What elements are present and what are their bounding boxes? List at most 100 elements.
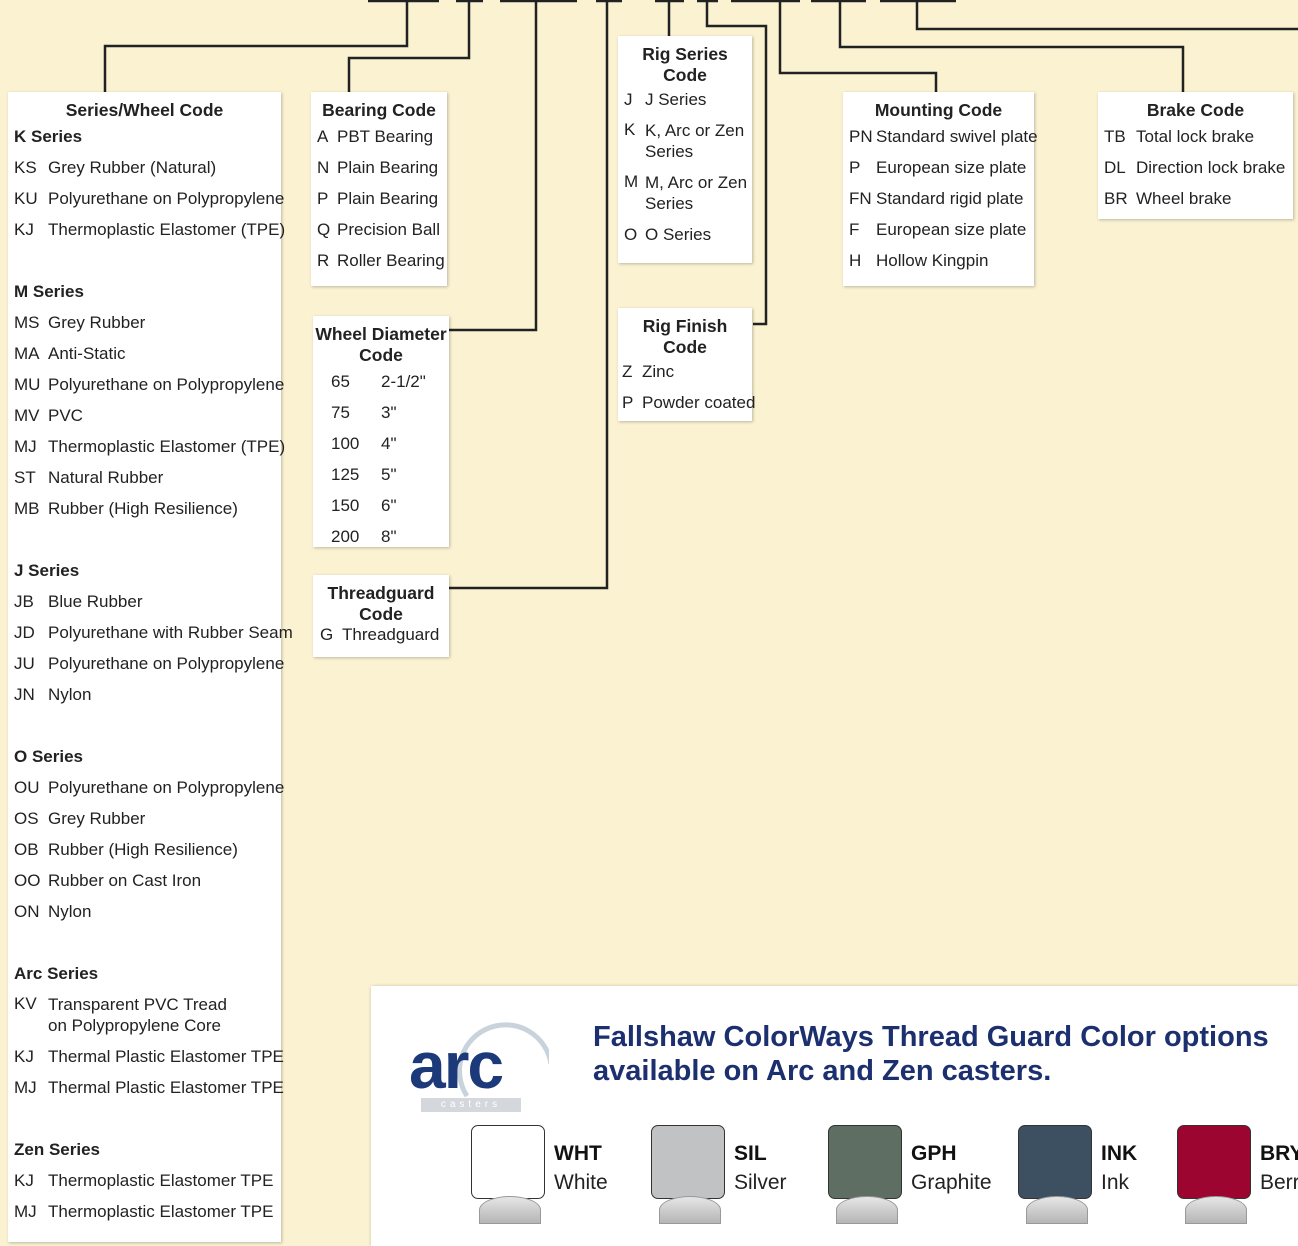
item-description: Thermal Plastic Elastomer TPE: [48, 1077, 284, 1097]
color-swatch: [828, 1125, 902, 1199]
item-code: H: [849, 250, 862, 270]
item-code: OB: [14, 839, 39, 859]
item-description: Nylon: [48, 684, 92, 704]
series-heading: Zen Series: [14, 1139, 100, 1159]
rig-finish-title: Rig Finish: [642, 316, 728, 336]
item-code: 200: [331, 526, 360, 546]
colorways-panel: arc casters Fallshaw ColorWays Thread Gu…: [371, 986, 1298, 1246]
series-heading: O Series: [14, 746, 83, 766]
list-item: BR Wheel brake: [1104, 183, 1293, 214]
item-description: J Series: [645, 89, 707, 109]
swatch-code: SIL: [734, 1142, 767, 1165]
item-description: Rubber (High Resilience): [48, 839, 238, 859]
item-description: Transparent PVC Tread on Polypropylene C…: [48, 995, 227, 1035]
item-description: Anti-Static: [48, 343, 126, 363]
item-description: K, Arc or Zen Series: [645, 121, 745, 161]
item-description: Hollow Kingpin: [876, 250, 989, 270]
item-code: JB: [14, 591, 34, 611]
item-description: Precision Ball: [337, 219, 440, 239]
item-description: PBT Bearing: [337, 126, 434, 146]
series-heading: Arc Series: [14, 963, 99, 983]
item-code: MA: [14, 343, 40, 363]
item-code: MV: [14, 405, 40, 425]
list-item: JN Nylon: [14, 679, 281, 710]
item-description: Plain Bearing: [337, 188, 439, 208]
item-code: MJ: [14, 1201, 37, 1221]
swatch-name: Silver: [734, 1171, 787, 1194]
item-code: JN: [14, 684, 35, 704]
item-description: Standard swivel plate: [876, 126, 1038, 146]
item-description: Polyurethane on Polypropylene: [48, 777, 285, 797]
swatch-name: Graphite: [911, 1171, 992, 1194]
color-swatch: [651, 1125, 725, 1199]
caster-image: [836, 1196, 898, 1224]
item-description: Plain Bearing: [337, 157, 439, 177]
item-code: 100: [331, 433, 360, 453]
list-item: JB Blue Rubber: [14, 586, 281, 617]
item-description: Grey Rubber: [48, 312, 146, 332]
item-description: Blue Rubber: [48, 591, 143, 611]
item-code: O: [624, 224, 638, 244]
item-code: OU: [14, 777, 40, 797]
series-heading: K Series: [14, 126, 83, 146]
brake-title: Brake Code: [1146, 100, 1245, 120]
item-code: F: [849, 219, 860, 239]
swatch-code: WHT: [554, 1142, 602, 1165]
series-heading: J Series: [14, 560, 80, 580]
item-description: Wheel brake: [1136, 188, 1232, 208]
item-code: 65: [331, 371, 350, 391]
item-description: Polyurethane on Polypropylene: [48, 653, 285, 673]
list-item: KV Transparent PVC Tread on Polypropylene…: [14, 989, 281, 1041]
item-code: 75: [331, 402, 350, 422]
swatch-code: BRY: [1260, 1142, 1298, 1165]
arc-logo-text: arc: [409, 1028, 504, 1102]
caster-image: [659, 1196, 721, 1224]
swatch-name: Ink: [1101, 1171, 1130, 1194]
item-description: 3": [381, 402, 397, 422]
item-description: Grey Rubber (Natural): [48, 157, 217, 177]
item-code: BR: [1104, 188, 1128, 208]
item-code: MB: [14, 498, 40, 518]
series-heading: M Series: [14, 281, 84, 301]
item-description: Grey Rubber: [48, 808, 146, 828]
arc-logo-ring: [457, 1022, 554, 1098]
arc-logo: arc casters: [409, 1004, 554, 1114]
rig-series-title: Rig Series: [642, 44, 728, 64]
list-item: F European size plate: [849, 214, 1034, 245]
caster-image: [479, 1196, 541, 1224]
item-description: Polyurethane on Polypropylene: [48, 188, 285, 208]
item-code: KV: [14, 994, 37, 1013]
item-description: European size plate: [876, 219, 1027, 239]
item-description: Rubber (High Resilience): [48, 498, 238, 518]
series-wheel-title: Series/Wheel Code: [65, 100, 224, 120]
item-code: KJ: [14, 1170, 34, 1190]
item-description: M, Arc or Zen Series: [645, 173, 748, 213]
item-code: KS: [14, 157, 37, 177]
item-description: Roller Bearing: [337, 250, 445, 270]
item-code: MU: [14, 374, 41, 394]
